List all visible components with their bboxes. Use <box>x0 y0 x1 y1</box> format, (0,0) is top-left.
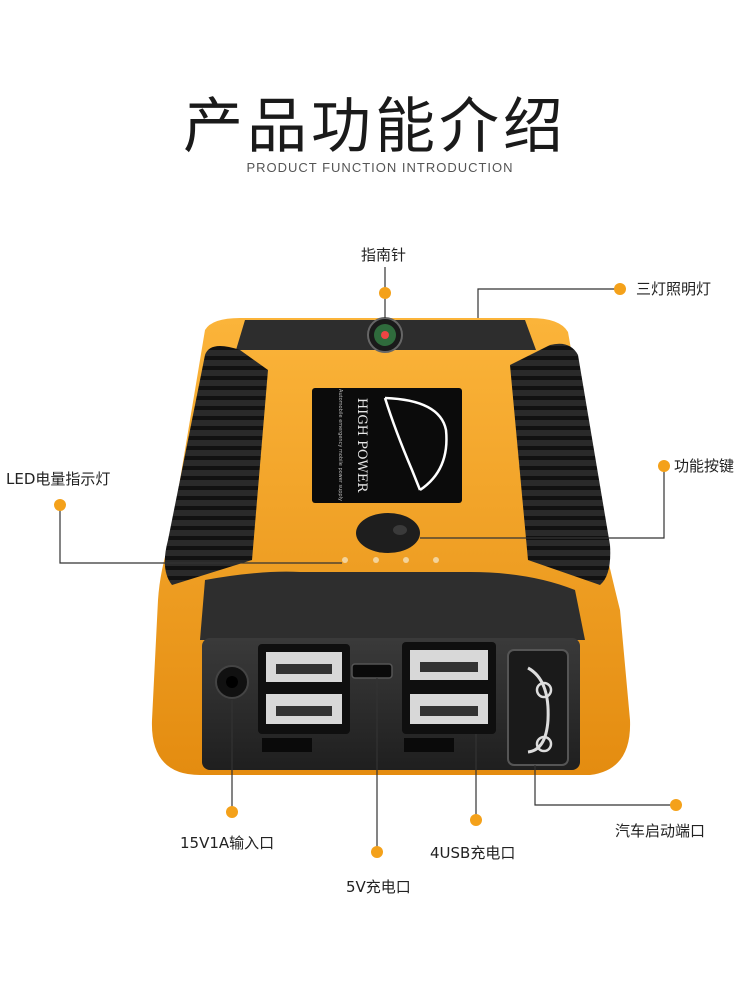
callout-input-label: 15V1A输入口 <box>180 834 275 852</box>
led-indicator-group <box>342 557 439 563</box>
page-title: 产品功能介绍 <box>183 92 567 162</box>
brand-logo: HIGH POWER Automobile emergency mobile p… <box>312 388 462 503</box>
car-wheel-icon <box>535 735 553 753</box>
callout-lines <box>59 267 676 852</box>
page-subtitle: PRODUCT FUNCTION INTRODUCTION <box>246 160 514 175</box>
compass-icon <box>367 317 403 353</box>
usb-port-group-left <box>258 644 350 734</box>
callout-led-label: LED电量指示灯 <box>6 470 111 488</box>
callout-compass-label: 指南针 <box>361 246 407 264</box>
car-start-port <box>507 649 569 766</box>
logo-subtext: Automobile emergency mobile power supply <box>337 389 343 501</box>
callout-carstart-label: 汽车启动端口 <box>615 822 706 840</box>
callout-lights-label: 三灯照明灯 <box>636 280 712 298</box>
callout-dots <box>54 283 682 858</box>
led-dot <box>403 557 409 563</box>
usb-port-group-right <box>402 642 496 734</box>
callout-button-label: 功能按键 <box>674 457 735 475</box>
callout-5v-label: 5V充电口 <box>346 878 411 896</box>
micro-usb-port <box>351 663 393 679</box>
led-dot <box>433 557 439 563</box>
logo-text: HIGH POWER <box>354 398 369 494</box>
car-wheel-icon <box>535 681 553 699</box>
dc-input-port <box>215 665 249 699</box>
led-dot <box>342 557 348 563</box>
function-button[interactable] <box>356 513 420 553</box>
led-dot <box>373 557 379 563</box>
callout-usb-label: 4USB充电口 <box>430 844 516 862</box>
